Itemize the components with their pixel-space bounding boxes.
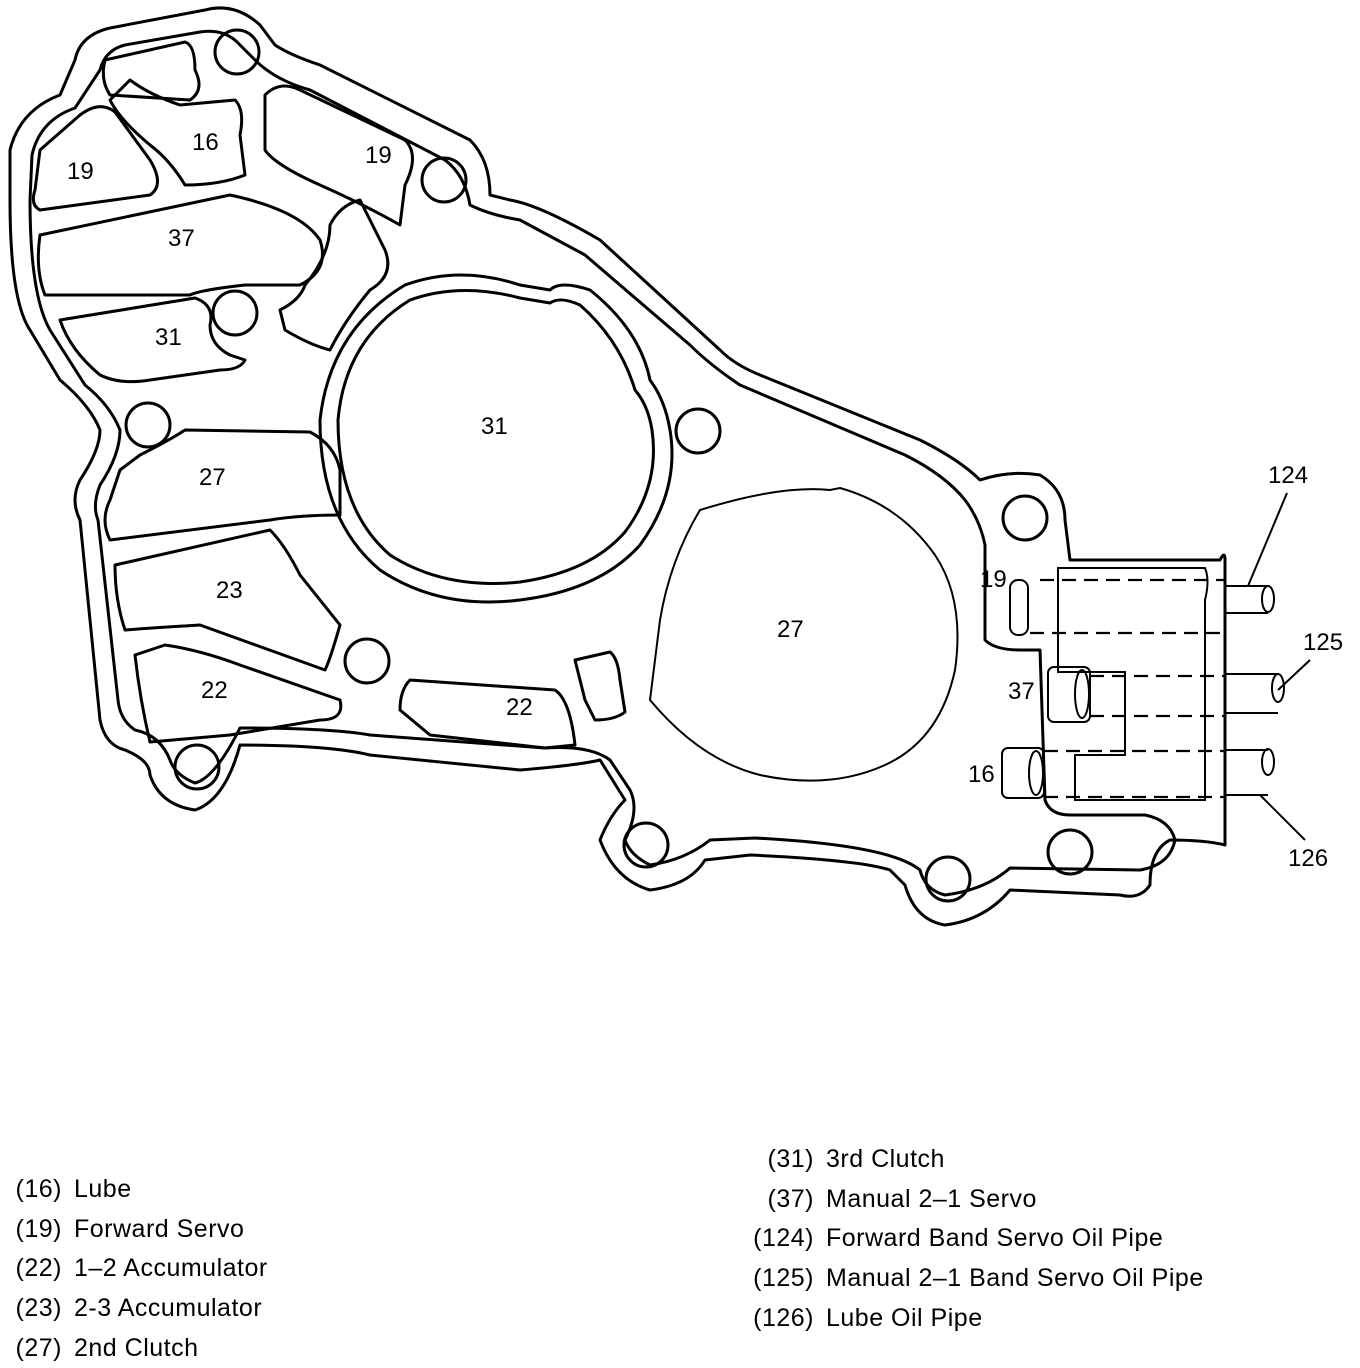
cavity-label: 19 <box>980 566 1007 593</box>
bolt-hole <box>924 855 972 903</box>
legend-number: (125) <box>753 1264 814 1293</box>
bolt-hole <box>343 637 391 685</box>
legend-number: (22) <box>15 1254 62 1283</box>
leader-126 <box>1259 794 1306 841</box>
pipe-124-end <box>1261 585 1275 613</box>
cavity-label: 16 <box>968 761 995 788</box>
legend-left: (16) Lube (19) Forward Servo (22) 1–2 Accum… <box>6 1170 268 1368</box>
cavity-label: 19 <box>67 158 94 185</box>
legend-item: (124) Forward Band Servo Oil Pipe <box>744 1219 1204 1259</box>
cavity-label: 37 <box>168 225 195 252</box>
legend-text: Lube Oil Pipe <box>826 1303 983 1332</box>
pipe-label: 124 <box>1268 462 1308 489</box>
cavity-label: 31 <box>481 413 508 440</box>
cavity-small-rect <box>573 650 627 722</box>
bolt-hole <box>622 821 670 869</box>
legend-number: (124) <box>753 1224 814 1253</box>
legend-text: Manual 2–1 Band Servo Oil Pipe <box>826 1264 1204 1293</box>
cavity-label: 16 <box>192 129 219 156</box>
legend-item: (27) 2nd Clutch <box>6 1328 268 1368</box>
pipe-125 <box>1225 673 1278 714</box>
bore-31-inner <box>336 288 655 585</box>
pipe-port-16 <box>1001 747 1045 799</box>
cavity-label: 27 <box>777 616 804 643</box>
bolt-hole <box>213 28 261 76</box>
gasket-inner-edge <box>28 29 1177 897</box>
pipe-label: 125 <box>1303 629 1343 656</box>
legend-text: Forward Servo <box>74 1214 245 1243</box>
bore-27 <box>648 486 959 782</box>
cavity-label: 31 <box>155 324 182 351</box>
pipe-port-16-end <box>1028 750 1044 796</box>
leader-125 <box>1277 659 1311 691</box>
gasket-outer-edge <box>8 6 1227 927</box>
bolt-hole <box>124 401 172 449</box>
cavity-19-top-left <box>31 105 159 212</box>
pipe-bracket <box>1057 567 1209 801</box>
legend-item: (126) Lube Oil Pipe <box>744 1298 1204 1338</box>
legend-text: Forward Band Servo Oil Pipe <box>826 1224 1164 1253</box>
pipe-port-19 <box>1009 579 1029 636</box>
legend-text: 2nd Clutch <box>74 1333 199 1362</box>
legend-text: 3rd Clutch <box>826 1145 945 1174</box>
pipe-port-37 <box>1047 666 1091 723</box>
cavity-top-slot <box>101 40 201 102</box>
pipe-124 <box>1225 585 1268 614</box>
cavity-label: 22 <box>506 694 533 721</box>
legend-number: (19) <box>15 1214 62 1243</box>
legend-item: (23) 2-3 Accumulator <box>6 1289 268 1329</box>
legend-text: Lube <box>74 1175 132 1204</box>
cavity-22-middle <box>398 678 577 750</box>
bore-31 <box>318 273 674 604</box>
pipe-label: 126 <box>1288 845 1328 872</box>
leader-124 <box>1247 492 1288 587</box>
cavity-27-left <box>103 428 342 542</box>
legend-number: (16) <box>15 1175 62 1204</box>
legend-item: (19) Forward Servo <box>6 1210 268 1250</box>
bolt-hole <box>1046 828 1094 876</box>
cavity-label: 27 <box>199 464 226 491</box>
legend-number: (27) <box>15 1333 62 1362</box>
legend-item: (37) Manual 2–1 Servo <box>744 1180 1204 1220</box>
pipe-125-end <box>1271 673 1285 703</box>
legend-text: Manual 2–1 Servo <box>826 1184 1037 1213</box>
legend-item: (22) 1–2 Accumulator <box>6 1249 268 1289</box>
bolt-hole <box>211 289 259 337</box>
cavity-19-top-right <box>263 84 414 227</box>
legend-number: (23) <box>15 1294 62 1323</box>
cavity-16-top <box>108 78 247 187</box>
cavity-22-left <box>133 643 343 744</box>
bolt-holes <box>124 28 1094 903</box>
cavity-label: 23 <box>216 577 243 604</box>
legend-item: (125) Manual 2–1 Band Servo Oil Pipe <box>744 1259 1204 1299</box>
cavity-31-left <box>58 296 247 384</box>
legend-right: (31) 3rd Clutch (37) Manual 2–1 Servo (124… <box>744 1140 1204 1338</box>
legend-number: (31) <box>767 1145 814 1174</box>
bolt-hole <box>173 743 221 791</box>
legend-text: 2-3 Accumulator <box>74 1294 263 1323</box>
bolt-hole <box>420 156 468 204</box>
legend-number: (37) <box>767 1184 814 1213</box>
legend-text: 1–2 Accumulator <box>74 1254 268 1283</box>
bolt-hole <box>674 407 722 455</box>
pipe-assembly <box>1001 492 1311 841</box>
cavity-label: 37 <box>1008 678 1035 705</box>
legend-item: (31) 3rd Clutch <box>744 1140 1204 1180</box>
legend-number: (126) <box>753 1303 814 1332</box>
cavity-upper-channel <box>278 198 390 352</box>
cavity-label: 19 <box>365 142 392 169</box>
cavity-23 <box>113 528 342 672</box>
bolt-hole <box>1001 494 1049 542</box>
pipe-126-end <box>1261 748 1275 776</box>
legend-item: (16) Lube <box>6 1170 268 1210</box>
cavity-label: 22 <box>201 677 228 704</box>
cavity-37-left <box>36 193 324 297</box>
pipe-port-37-end <box>1074 669 1090 719</box>
